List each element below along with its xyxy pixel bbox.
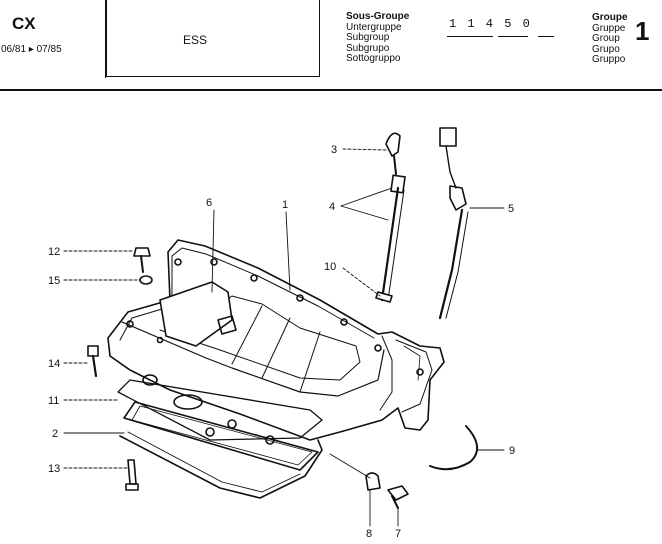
- callout-9: 9: [509, 445, 515, 457]
- bolt-hole: [174, 258, 182, 266]
- leader-line: [340, 205, 389, 221]
- bolt-hole: [156, 336, 164, 344]
- leader-line: [285, 211, 291, 291]
- seal-ring: [375, 291, 393, 303]
- header-divider: [105, 0, 106, 78]
- callout-3: 3: [331, 144, 337, 156]
- dipstick-handle: [385, 132, 401, 157]
- callout-13: 13: [48, 463, 60, 475]
- code-underline: [538, 36, 554, 37]
- baffle-plate: [117, 379, 323, 441]
- callout-12: 12: [48, 246, 60, 258]
- sensor-probe: [438, 208, 464, 320]
- drain-plug-7: [387, 485, 409, 501]
- sensor-connector: [439, 127, 457, 147]
- lower-gasket-inner: [131, 405, 313, 466]
- dipstick-tube: [387, 189, 405, 301]
- cover-plate: [159, 281, 233, 347]
- bolt-13: [127, 459, 137, 485]
- lower-gasket: [123, 401, 319, 471]
- callout-5: 5: [508, 203, 514, 215]
- bolt-12: [133, 247, 151, 257]
- leader-line: [342, 267, 381, 297]
- leader-line: [329, 453, 371, 479]
- sump-housing-lip: [379, 335, 393, 411]
- sump-housing-rib: [231, 305, 321, 393]
- subgroup-label: Sous-Groupe: [346, 11, 410, 22]
- sump-housing-inner: [159, 295, 361, 381]
- washer-15: [139, 275, 153, 285]
- bolt-14-shank: [91, 354, 98, 378]
- subgroup-label: Sottogruppo: [346, 53, 401, 64]
- code-underline: [447, 36, 493, 37]
- plug-8: [365, 472, 381, 491]
- sensor-probe: [445, 211, 469, 319]
- callout-15: 15: [48, 275, 60, 287]
- bolt-12-shank: [140, 255, 144, 273]
- bolt-hole: [416, 368, 424, 376]
- callout-10: 10: [324, 261, 336, 273]
- bolt-13-head: [125, 483, 139, 491]
- header-rule: [0, 89, 662, 91]
- group-label: Grupo: [592, 43, 620, 55]
- callout-2: 2: [52, 428, 58, 440]
- bolt-hole: [210, 258, 218, 266]
- callout-1: 1: [282, 199, 288, 211]
- code-underline: [498, 36, 528, 37]
- bolt-hole: [265, 435, 275, 445]
- bolt-hole: [126, 320, 134, 328]
- bolt-14: [87, 345, 99, 357]
- callout-14: 14: [48, 358, 60, 370]
- sump-pan-outline: [119, 435, 323, 499]
- group-number: 1: [635, 16, 650, 46]
- callout-4: 4: [329, 201, 335, 213]
- group-label-list: Groupe Gruppe Group Grupo Gruppo: [592, 12, 628, 66]
- leader-line: [340, 187, 393, 207]
- oil-sump-exploded-diagram: 1 2 3 4 5 6 7 8 9 10 11 12 13 14 15: [48, 127, 515, 540]
- vehicle-model: CX: [12, 14, 36, 33]
- sump-pan-outline: [127, 431, 301, 493]
- subgroup-label: Subgrupo: [346, 42, 390, 54]
- cover-plate-tab: [217, 315, 237, 335]
- subgroup-name: ESS: [183, 33, 208, 47]
- title-box: [106, 0, 320, 77]
- group-label: Gruppe: [592, 22, 626, 34]
- subgroup-label: Subgroup: [346, 32, 390, 43]
- group-label: Groupe: [592, 12, 628, 23]
- callout-6: 6: [206, 197, 212, 209]
- bolt-hole: [374, 344, 382, 352]
- dipstick-tube: [380, 186, 400, 302]
- sump-housing-outline: [107, 239, 445, 441]
- bolt-hole: [340, 318, 348, 326]
- group-label: Gruppo: [592, 54, 626, 65]
- subgroup-label-list: Sous-Groupe Untergruppe Subgroup Subgrup…: [346, 11, 410, 65]
- leader-line: [342, 148, 387, 151]
- dipstick-guide: [390, 174, 406, 194]
- group-label: Group: [592, 33, 620, 44]
- parts-page-header: CX 06/81 ▸ 07/85 ESS Sous-Groupe Untergr…: [0, 0, 662, 92]
- callout-8: 8: [366, 528, 372, 540]
- subgroup-code: 1 1 4 5 0: [449, 17, 532, 31]
- subgroup-label: Untergruppe: [346, 21, 402, 33]
- sensor-wire: [445, 145, 457, 189]
- bolt-hole: [296, 294, 304, 302]
- sump-housing-tail: [395, 339, 433, 413]
- sump-housing-tail-inner: [403, 345, 421, 381]
- baffle-hole: [173, 394, 203, 410]
- baffle-hole: [142, 374, 158, 386]
- callout-7: 7: [395, 528, 401, 540]
- production-dates: 06/81 ▸ 07/85: [1, 44, 62, 55]
- sensor-body: [449, 185, 467, 211]
- o-ring-9: [429, 425, 478, 471]
- drain-plug-7-body: [391, 495, 399, 509]
- bolt-hole: [227, 419, 237, 429]
- bolt-hole: [205, 427, 215, 437]
- bolt-hole: [250, 274, 258, 282]
- callout-11: 11: [48, 395, 59, 407]
- leader-line: [211, 209, 215, 293]
- dipstick-body: [393, 155, 397, 175]
